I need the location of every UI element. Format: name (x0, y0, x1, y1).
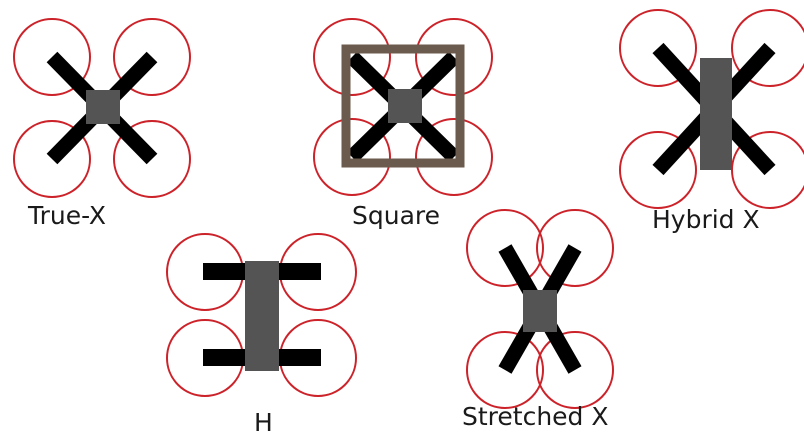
h-frame (167, 234, 356, 396)
true-x-frame (14, 19, 190, 197)
body (245, 261, 279, 371)
stretched-x-frame (467, 210, 613, 408)
body (388, 89, 422, 123)
body (700, 58, 732, 170)
body (523, 290, 557, 332)
label-h: H (254, 410, 273, 435)
label-true-x: True-X (28, 203, 106, 228)
label-hybrid-x: Hybrid X (652, 207, 760, 232)
square-frame (314, 19, 492, 195)
hybrid-x-frame (620, 10, 804, 208)
label-square: Square (352, 203, 440, 228)
body (86, 90, 120, 124)
label-stretched-x: Stretched X (462, 404, 609, 429)
